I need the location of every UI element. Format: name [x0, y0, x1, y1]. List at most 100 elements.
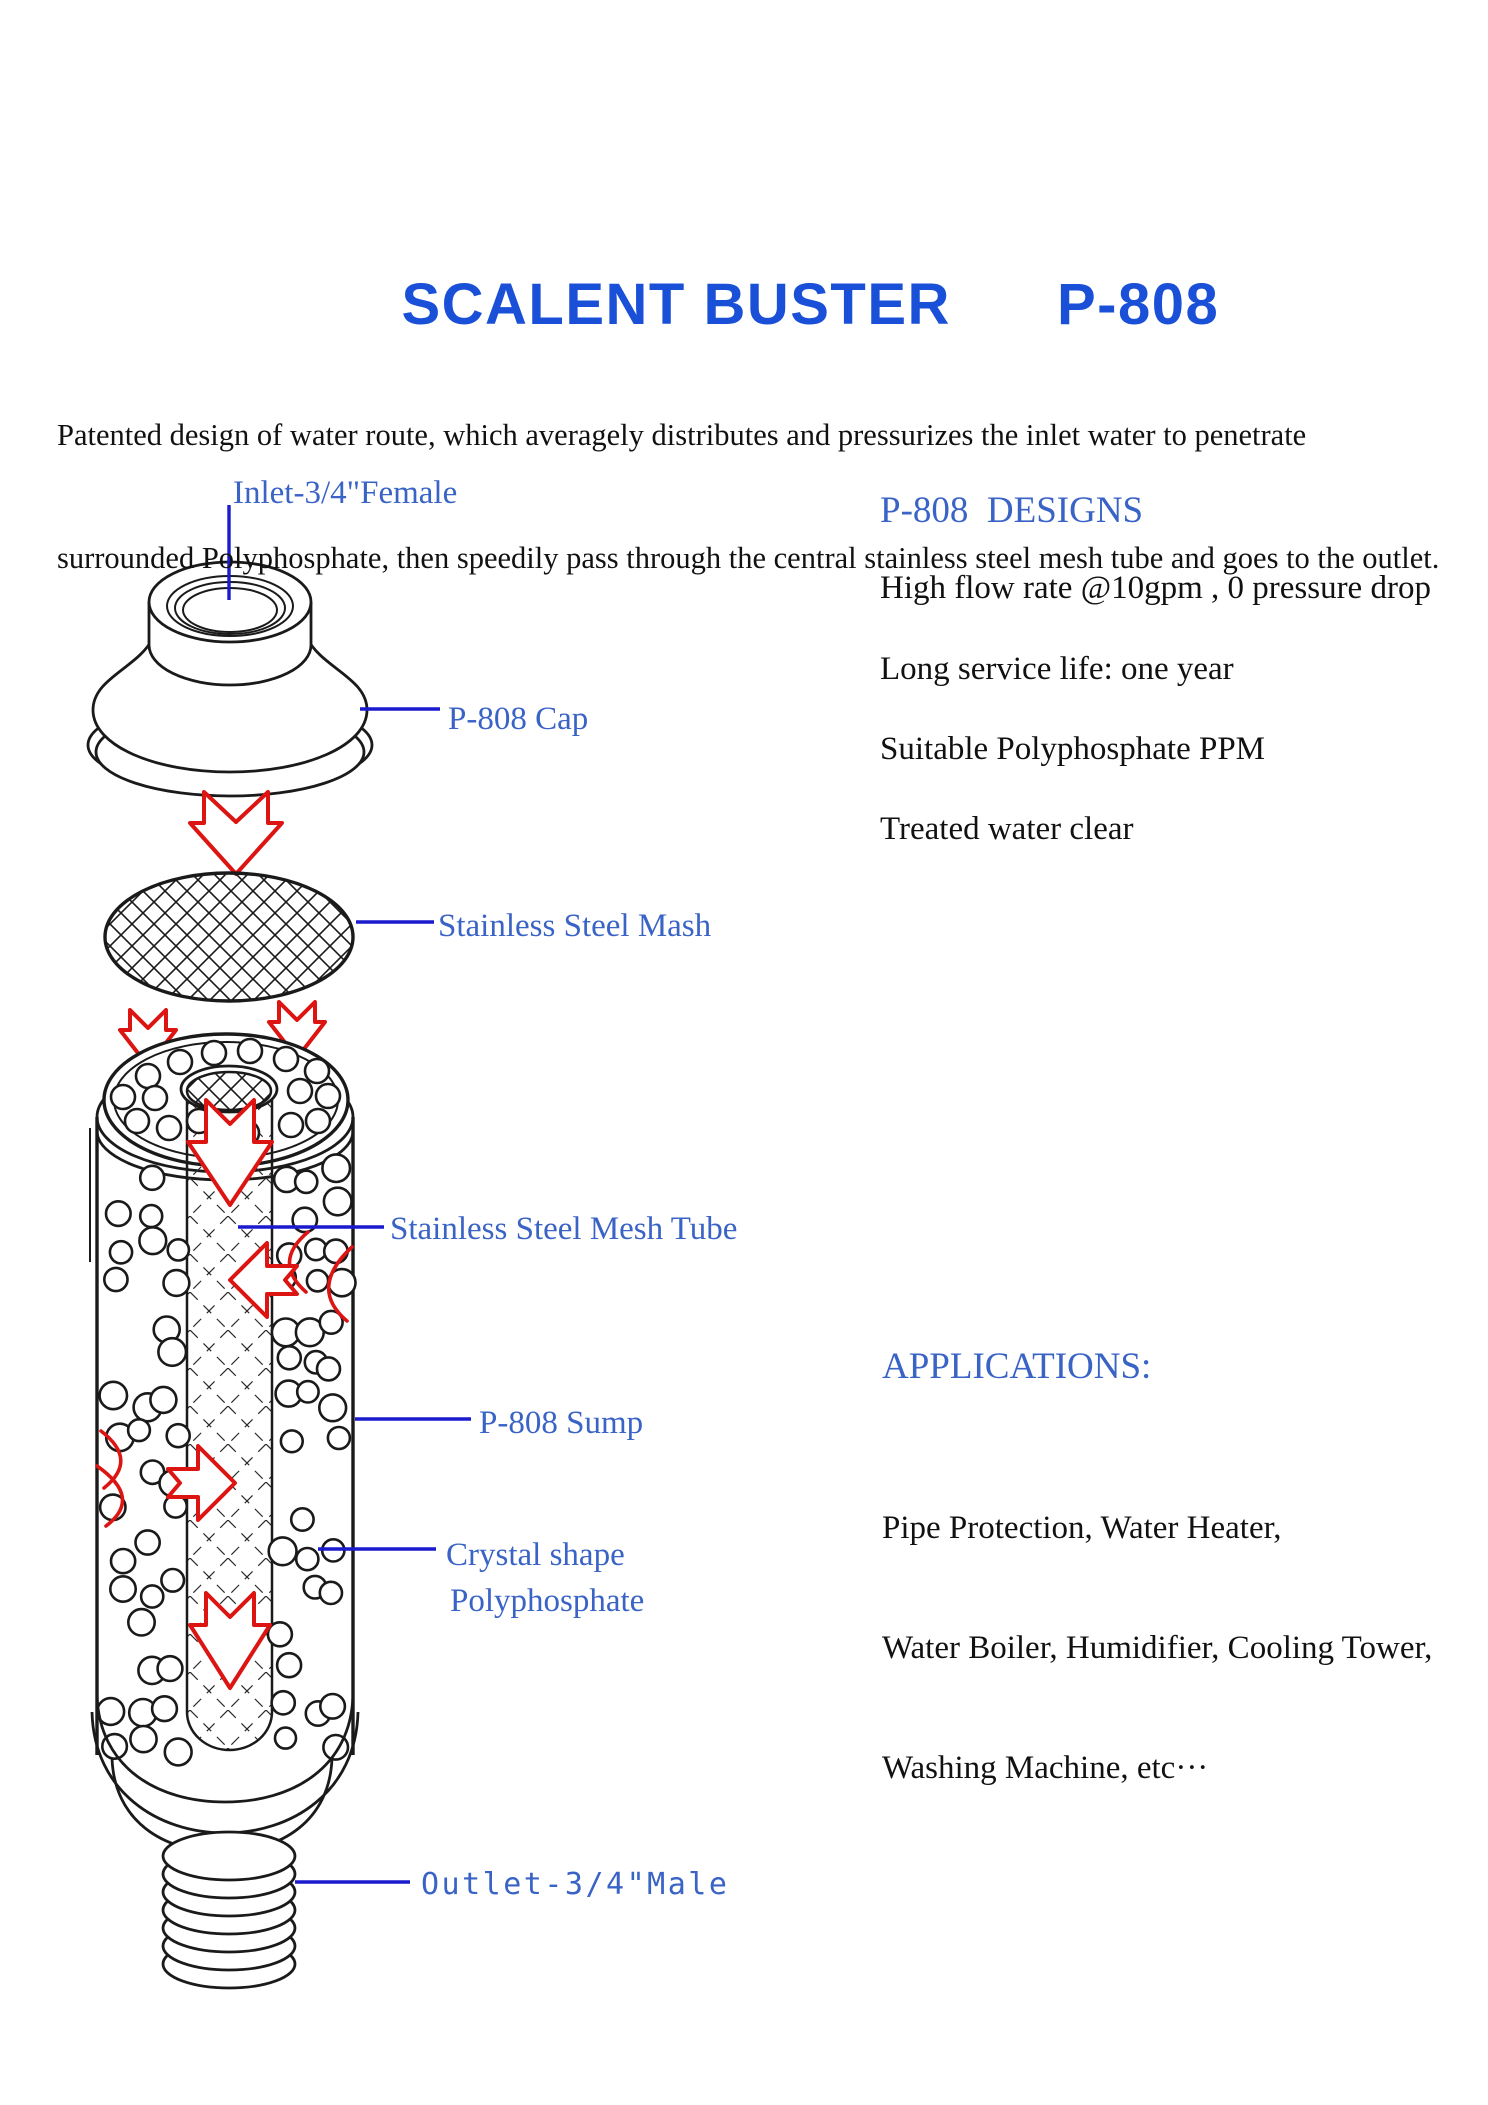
applications-heading: APPLICATIONS: [882, 1346, 1152, 1387]
flow-arc-left-1 [99, 1429, 123, 1490]
outlet-drawing [90, 1694, 360, 1990]
beads-dome [109, 1037, 342, 1147]
label-outlet: Outlet-3/4"Male [421, 1867, 729, 1902]
beads-right [266, 1153, 357, 1761]
polyphosphate-bead [295, 1379, 320, 1404]
polyphosphate-bead [109, 1547, 137, 1575]
polyphosphate-bead [129, 1724, 158, 1754]
polyphosphate-bead [305, 1268, 330, 1293]
outlet-thread-1 [161, 1830, 297, 1882]
polyphosphate-bead [275, 1651, 303, 1679]
polyphosphate-bead [127, 1607, 157, 1637]
polyphosphate-bead [160, 1567, 186, 1593]
polyphosphate-bead [304, 1107, 332, 1135]
polyphosphate-bead [315, 1356, 342, 1382]
polyphosphate-bead [318, 1393, 348, 1423]
applications-line-2: Water Boiler, Humidifier, Cooling Tower, [882, 1630, 1433, 1666]
polyphosphate-bead [293, 1169, 319, 1195]
leader-lines [227, 505, 471, 1884]
flow-arc-right-1 [287, 1230, 310, 1294]
polyphosphate-bead [236, 1037, 264, 1065]
flow-arrow-left-point [228, 1241, 299, 1319]
polyphosphate-bead [276, 1345, 303, 1371]
polyphosphate-bead [289, 1507, 315, 1533]
flow-arrow-small-left [118, 1008, 178, 1068]
intro-paragraph: Patented design of water route, which av… [57, 333, 1439, 661]
polyphosphate-bead [134, 1529, 162, 1556]
polyphosphate-bead [150, 1694, 179, 1723]
polyphosphate-bead [270, 1689, 297, 1716]
label-crystal-line1: Crystal shape [446, 1537, 625, 1573]
flow-arrow-cap-down [188, 790, 284, 876]
polyphosphate-bead [277, 1111, 305, 1139]
sump-drawing [89, 1032, 357, 1767]
design-item-treated-water: Treated water clear [880, 811, 1134, 847]
flow-arrow-bottom-down [188, 1591, 272, 1690]
polyphosphate-bead [318, 1309, 344, 1336]
beads-left [95, 1164, 193, 1767]
polyphosphate-bead [98, 1380, 129, 1411]
polyphosphate-bead [165, 1422, 191, 1449]
polyphosphate-bead [326, 1425, 352, 1451]
polyphosphate-bead [134, 1062, 162, 1090]
polyphosphate-bead [266, 1621, 294, 1648]
polyphosphate-bead [139, 1584, 165, 1609]
polyphosphate-bead [126, 1417, 152, 1443]
polyphosphate-bead [321, 1153, 352, 1184]
polyphosphate-bead [138, 1203, 164, 1229]
cap-drawing [86, 560, 374, 798]
intro-line-1: Patented design of water route, which av… [57, 418, 1307, 452]
label-sump: P-808 Sump [479, 1405, 643, 1441]
polyphosphate-bead [141, 1084, 169, 1112]
polyphosphate-bead [200, 1039, 228, 1067]
polyphosphate-bead [272, 1045, 300, 1073]
polyphosphate-bead [149, 1385, 178, 1415]
cap-bell [91, 636, 369, 774]
polyphosphate-bead [109, 1083, 137, 1111]
polyphosphate-bead [155, 1114, 183, 1142]
polyphosphate-bead [286, 1077, 314, 1105]
polyphosphate-bead [162, 1268, 191, 1298]
intro-line-2: surrounded Polyphosphate, then speedily … [57, 541, 1440, 575]
designs-heading: P-808 DESIGNS [880, 490, 1144, 531]
polyphosphate-bead [322, 1238, 349, 1265]
tube-mouth-mesh [185, 1070, 273, 1112]
model-number: P-808 [1056, 272, 1220, 337]
polyphosphate-bead [166, 1048, 194, 1076]
polyphosphate-bead [319, 1692, 347, 1720]
label-cap: P-808 Cap [448, 701, 588, 737]
polyphosphate-bead [123, 1107, 151, 1135]
polyphosphate-bead [156, 1654, 184, 1683]
polyphosphate-bead [322, 1186, 353, 1217]
polyphosphate-bead [103, 1266, 129, 1293]
label-inlet: Inlet-3/4"Female [233, 475, 457, 511]
flow-arrow-into-tube [186, 1098, 274, 1207]
design-item-service-life: Long service life: one year [880, 651, 1234, 687]
bottom-dome-arc [95, 1694, 355, 1804]
polyphosphate-bead [157, 1336, 188, 1368]
polyphosphate-bead [138, 1225, 168, 1256]
polyphosphate-bead [138, 1164, 166, 1192]
polyphosphate-bead [163, 1737, 193, 1767]
polyphosphate-bead [318, 1580, 344, 1606]
product-name: SCALENT BUSTER [401, 272, 951, 337]
flow-arrow-right-point [166, 1444, 237, 1522]
polyphosphate-bead [166, 1238, 191, 1262]
flow-arc-left-2 [95, 1464, 125, 1528]
polyphosphate-bead [303, 1057, 331, 1085]
design-item-polyphosphate: Suitable Polyphosphate PPM [880, 731, 1266, 767]
polyphosphate-bead [279, 1429, 304, 1454]
label-mesh-tube: Stainless Steel Mesh Tube [390, 1211, 737, 1247]
diagram-labels: Inlet-3/4"Female P-808 Cap Stainless Ste… [233, 475, 737, 1902]
polyphosphate-bead [108, 1239, 134, 1265]
polyphosphate-bead [267, 1536, 298, 1567]
polyphosphate-bead [273, 1726, 298, 1750]
label-crystal-line2: Polyphosphate [450, 1583, 644, 1619]
mesh-disc [103, 871, 355, 1003]
applications-list: Pipe Protection, Water Heater, Water Boi… [882, 1428, 1432, 1868]
flow-arc-right-2 [326, 1245, 354, 1323]
flow-arrow-small-right [267, 1000, 327, 1060]
page-title: SCALENT BUSTER P-808 [331, 204, 1219, 405]
